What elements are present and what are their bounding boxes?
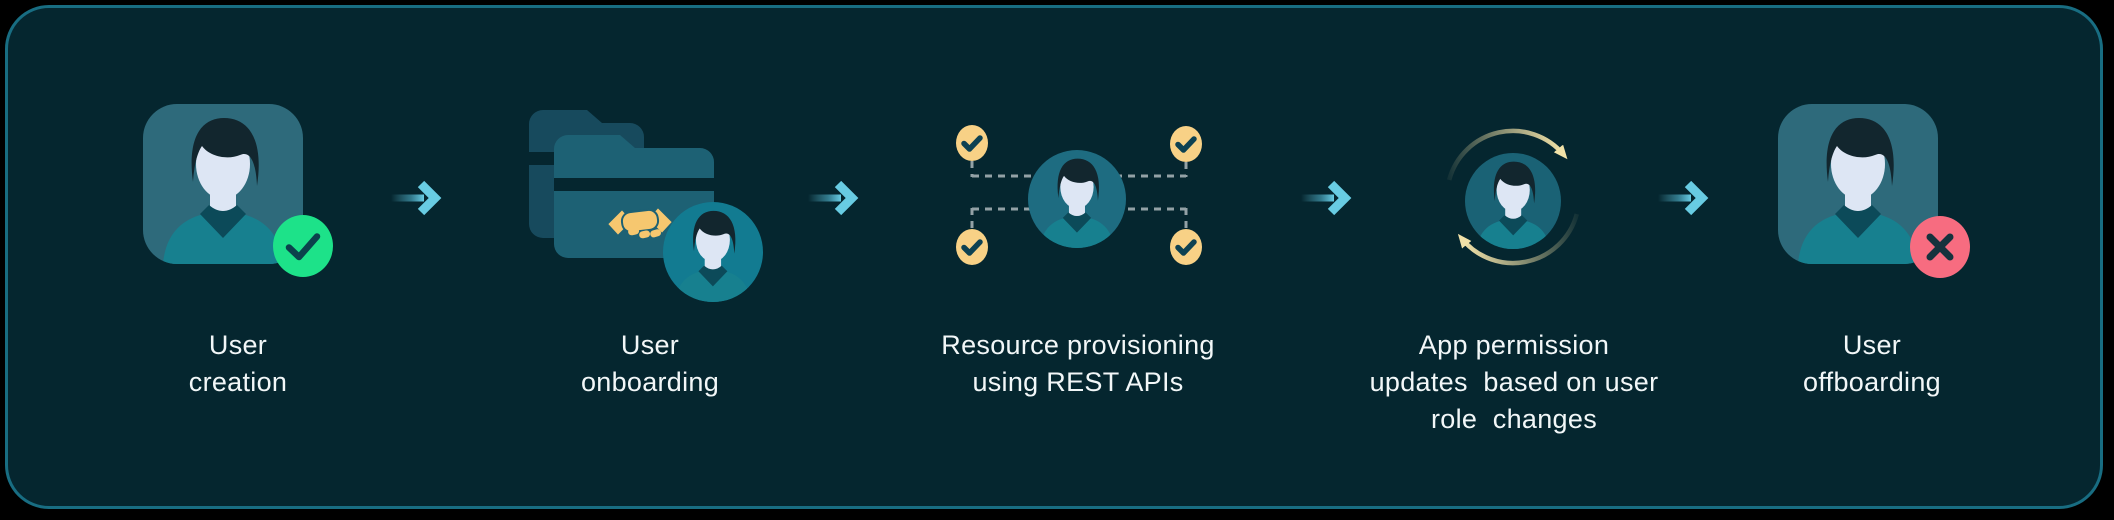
avatar-icon <box>663 202 763 302</box>
yellow-check-badge-icon <box>1170 126 1202 162</box>
label-line: User <box>208 330 268 360</box>
stage-label-user-creation: User creation <box>189 327 287 401</box>
sync-arrows-icon <box>1447 128 1579 266</box>
label-line: creation <box>188 367 288 397</box>
yellow-check-badge-icon <box>956 125 988 161</box>
user-offboarding-avatar-icon <box>1778 104 1938 264</box>
label-line: updates based on user <box>1369 367 1659 397</box>
avatar-icon <box>1465 153 1561 249</box>
label-line: Resource provisioning <box>941 330 1215 360</box>
yellow-check-badge-icon <box>956 229 988 265</box>
right-arrow-icon <box>1301 180 1352 216</box>
cross-icon <box>1910 216 1970 278</box>
label-line: App permission <box>1418 330 1610 360</box>
right-arrow-icon <box>391 180 442 216</box>
stage-label-resource-provisioning: Resource provisioning using REST APIs <box>941 327 1214 401</box>
label-line: onboarding <box>580 367 720 397</box>
resource-provisioning-icon <box>956 125 1202 265</box>
app-permission-sync-icon <box>1447 128 1579 266</box>
stage-label-user-onboarding: User onboarding <box>581 327 719 401</box>
label-line: User <box>620 330 680 360</box>
stage-label-user-offboarding: User offboarding <box>1803 327 1941 401</box>
user-onboarding-folders-icon <box>529 110 763 302</box>
label-line: offboarding <box>1803 367 1941 397</box>
check-icon <box>273 215 333 277</box>
yellow-check-badge-icon <box>1170 229 1202 265</box>
stage-label-app-permission-updates: App permission updates based on user rol… <box>1370 327 1659 438</box>
right-arrow-icon <box>1658 180 1709 216</box>
label-line: User <box>1842 330 1902 360</box>
user-creation-avatar-icon <box>143 104 303 264</box>
label-line: role changes <box>1430 404 1597 434</box>
label-line: using REST APIs <box>972 367 1184 397</box>
diagram-panel <box>5 5 2103 509</box>
avatar-icon <box>1028 150 1126 248</box>
right-arrow-icon <box>808 180 859 216</box>
handshake-icon <box>605 205 675 239</box>
